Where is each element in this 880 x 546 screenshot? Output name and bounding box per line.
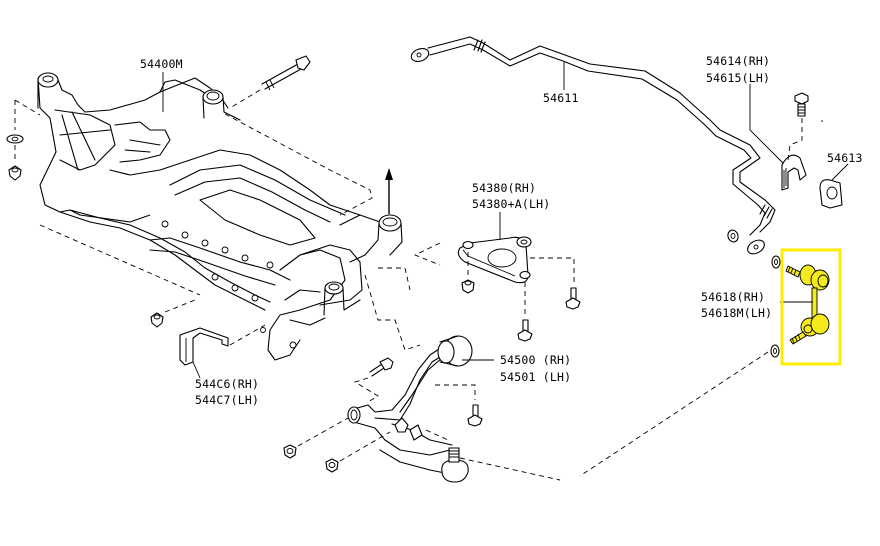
label-crossmember[interactable]: 54400M bbox=[140, 57, 183, 71]
bracket-nut[interactable] bbox=[461, 279, 475, 294]
label-lower-arm-rh[interactable]: 54500 (RH) bbox=[500, 353, 572, 367]
label-stabilizer-link-lh[interactable]: 54618M(LH) bbox=[701, 306, 773, 320]
lower-arm-bolt[interactable] bbox=[369, 357, 394, 377]
bracket-bolt-right[interactable] bbox=[565, 287, 581, 310]
front-crossmember[interactable] bbox=[37, 72, 403, 361]
stabilizer-washer[interactable] bbox=[726, 229, 740, 244]
label-lower-arm-lh[interactable]: 54501 (LH) bbox=[500, 370, 572, 384]
lower-arm-bolt-right[interactable] bbox=[467, 404, 483, 427]
stiffener-bracket[interactable] bbox=[179, 327, 229, 366]
label-stabilizer-bushing[interactable]: 54613 bbox=[827, 151, 863, 165]
washer-left[interactable] bbox=[6, 134, 24, 144]
label-stabilizer-clamp-rh[interactable]: 54614(RH) bbox=[706, 54, 771, 68]
stabilizer-bar[interactable] bbox=[409, 36, 776, 257]
crossmember-bolt-top[interactable] bbox=[261, 55, 311, 91]
lower-control-arm[interactable] bbox=[347, 335, 473, 483]
highlight-box bbox=[780, 248, 842, 366]
nut-left[interactable] bbox=[8, 165, 22, 181]
label-bracket-rh[interactable]: 54380(RH) bbox=[472, 181, 537, 195]
bracket-bolt-lower[interactable] bbox=[517, 319, 533, 342]
stabilizer-clamp[interactable] bbox=[781, 154, 807, 191]
label-stabilizer-bar[interactable]: 54611 bbox=[543, 91, 579, 105]
lower-arm-nut-1[interactable] bbox=[283, 444, 297, 459]
stabilizer-bushing[interactable] bbox=[819, 179, 843, 209]
clamp-bolt[interactable] bbox=[794, 92, 809, 117]
stabilizer-washer-small[interactable] bbox=[771, 255, 781, 269]
label-bracket-lh[interactable]: 54380+A(LH) bbox=[472, 197, 551, 211]
nut-crossmember-lower[interactable] bbox=[150, 312, 164, 328]
stabilizer-link-washer-lower[interactable] bbox=[770, 344, 780, 358]
stabilizer-link[interactable] bbox=[785, 264, 830, 345]
suspension-bracket[interactable] bbox=[457, 236, 532, 284]
label-stiffener-lh[interactable]: 544C7(LH) bbox=[195, 393, 260, 407]
label-stabilizer-link-rh[interactable]: 54618(RH) bbox=[701, 290, 766, 304]
label-stiffener-rh[interactable]: 544C6(RH) bbox=[195, 377, 260, 391]
label-stabilizer-clamp-lh[interactable]: 54615(LH) bbox=[706, 71, 771, 85]
front-direction-arrow-icon bbox=[385, 168, 393, 214]
lower-arm-nut-2[interactable] bbox=[325, 458, 339, 473]
